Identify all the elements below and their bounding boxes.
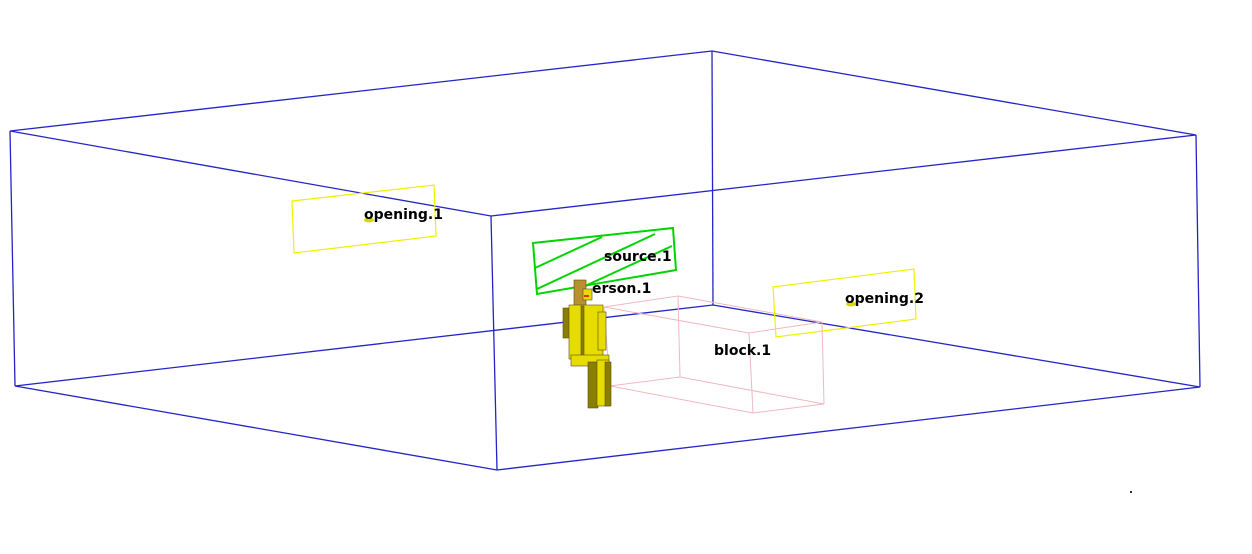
opening-1[interactable] <box>291 184 437 254</box>
object-labels: opening.1 source.1 erson.1 opening.2 blo… <box>364 207 924 359</box>
room-edge-front <box>490 215 498 471</box>
room-edge-right <box>1195 134 1201 388</box>
label-source-1: source.1 <box>604 249 672 265</box>
stray-dot <box>1130 491 1132 493</box>
label-block-1: block.1 <box>714 343 771 359</box>
label-opening-1: opening.1 <box>364 207 443 223</box>
label-opening-2: opening.2 <box>845 291 924 307</box>
room-enclosure <box>9 50 1201 471</box>
room-top-face <box>9 50 1197 217</box>
room-edge-back <box>711 50 714 306</box>
label-person-1: erson.1 <box>592 281 651 297</box>
person-1[interactable] <box>562 279 612 409</box>
room-edge-left <box>9 130 16 387</box>
opening-2[interactable] <box>772 268 917 338</box>
source-1[interactable] <box>531 226 678 296</box>
